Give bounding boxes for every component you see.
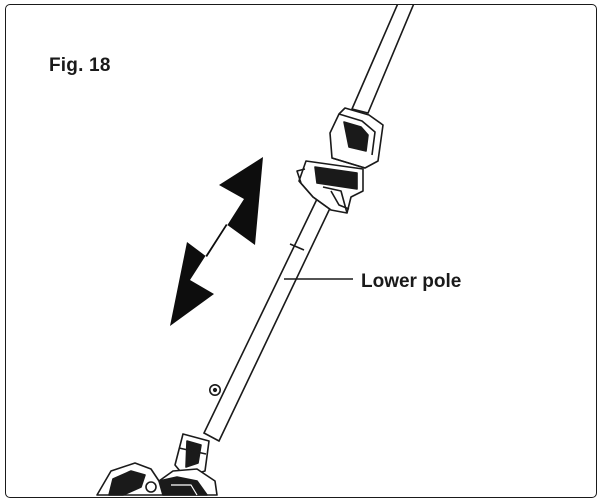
callout-label-lower-pole: Lower pole [361,271,462,292]
figure-frame: Fig. 18 Lower pole [5,4,597,498]
pole-illustration [96,5,415,496]
pole-base-coupler [174,433,210,478]
figure-caption: Fig. 18 [49,55,111,76]
pole-screw-icon [209,383,222,396]
upper-pole [350,5,415,114]
lock-collar [296,107,384,214]
double-headed-arrow-icon [170,157,263,326]
cutter-head [96,462,218,496]
lower-pole [202,195,334,443]
